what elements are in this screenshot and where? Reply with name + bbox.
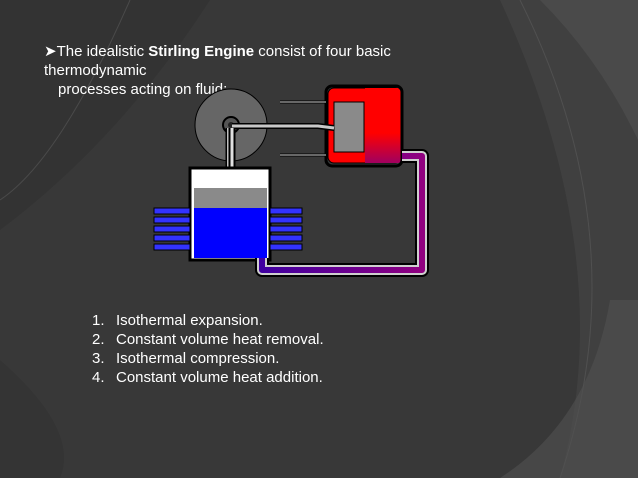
regenerator-pipe: [255, 149, 429, 277]
step-number: 4.: [92, 369, 105, 386]
hot-cylinder: [324, 84, 404, 168]
stirling-engine-diagram: [153, 84, 429, 277]
hot-piston: [333, 101, 365, 153]
list-item: 3. Isothermal compression.: [92, 349, 324, 368]
intro-line-3: processes acting on fluid:: [58, 81, 228, 98]
arrow-bullet-icon: ➤: [44, 43, 57, 60]
step-number: 2.: [92, 331, 105, 348]
list-item: 1. Isothermal expansion.: [92, 311, 324, 330]
cold-cylinder: [188, 166, 272, 262]
process-list: 1. Isothermal expansion. 2. Constant volum…: [92, 311, 324, 387]
list-item: 2. Constant volume heat removal.: [92, 330, 324, 349]
cooling-fins-right: [269, 207, 303, 251]
step-number: 3.: [92, 350, 105, 367]
step-text: Constant volume heat addition.: [116, 369, 323, 386]
intro-line-2: thermodynamic: [44, 62, 147, 79]
cold-piston: [194, 188, 267, 208]
intro-suffix: consist of four basic: [254, 43, 391, 60]
stirling-engine-term: Stirling Engine: [148, 43, 255, 60]
intro-text: ➤The idealistic Stirling Engine consist …: [44, 42, 484, 99]
step-text: Constant volume heat removal.: [116, 331, 324, 348]
intro-prefix: The idealistic: [56, 43, 149, 60]
step-text: Isothermal compression.: [116, 350, 280, 367]
list-item: 4. Constant volume heat addition.: [92, 368, 324, 387]
step-number: 1.: [92, 312, 105, 329]
intro-line-1: ➤The idealistic Stirling Engine consist …: [44, 42, 484, 61]
cooling-fins-left: [153, 207, 191, 251]
step-text: Isothermal expansion.: [116, 312, 263, 329]
